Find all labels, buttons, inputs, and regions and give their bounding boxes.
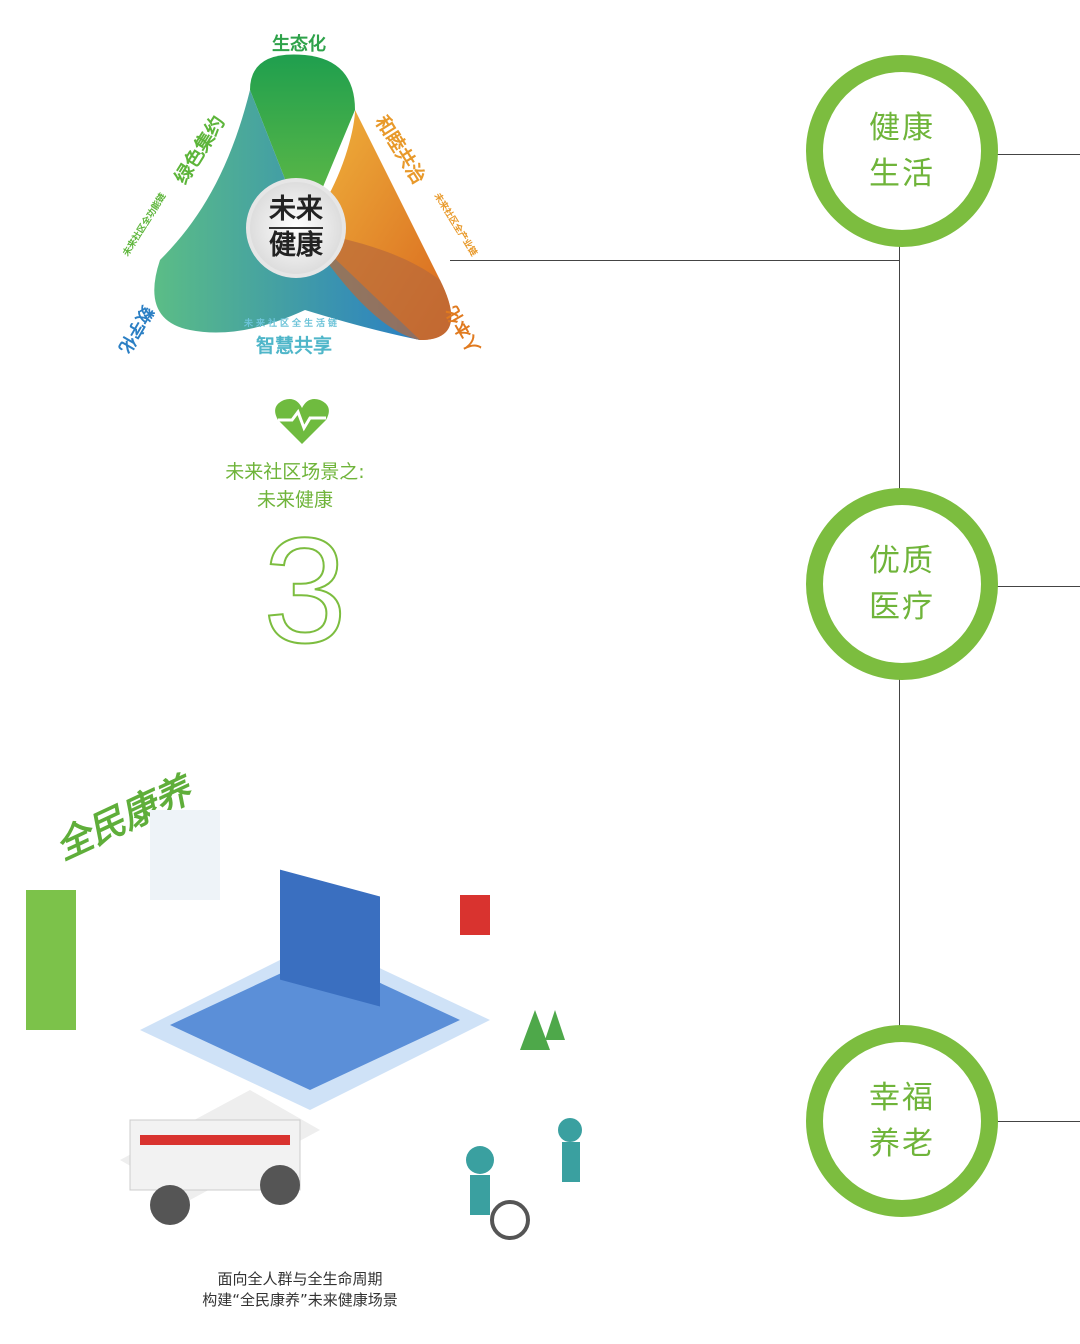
- node-healthy-living: 健康生活: [806, 55, 998, 247]
- arc-blue-title: 智慧共享: [256, 335, 333, 357]
- hub-center-bottom: 健康: [269, 230, 323, 261]
- node-label: 生活: [869, 156, 935, 192]
- branch-2: [990, 586, 1080, 587]
- node-label: 医疗: [869, 589, 935, 625]
- scene-number: 3: [262, 506, 347, 674]
- caption-line2: 构建“全民康养”未来健康场景: [202, 1291, 398, 1309]
- branch-3: [990, 1121, 1080, 1122]
- node-label: 健康: [869, 110, 935, 146]
- scene-line1: 未来社区场景之:: [225, 461, 365, 483]
- scene-line2: 未来健康: [256, 489, 333, 511]
- branch-1: [990, 154, 1080, 155]
- node-label: 幸福: [869, 1080, 935, 1116]
- hub-center: 未来 健康: [246, 178, 346, 278]
- hub-connector: [450, 260, 900, 261]
- caption-line1: 面向全人群与全生命周期: [217, 1270, 383, 1288]
- arc-blue-sub: 未来社区全生活链: [244, 319, 341, 329]
- node-happy-elderly: 幸福养老: [806, 1025, 998, 1217]
- label-ecological: 生态化: [272, 34, 326, 55]
- node-label: 养老: [869, 1126, 935, 1162]
- hub-center-top: 未来: [269, 193, 323, 229]
- node-label: 优质: [869, 543, 935, 579]
- node-quality-medical: 优质医疗: [806, 488, 998, 680]
- healthcare-illustration: [26, 810, 582, 1240]
- heart-pulse-icon: [275, 399, 329, 444]
